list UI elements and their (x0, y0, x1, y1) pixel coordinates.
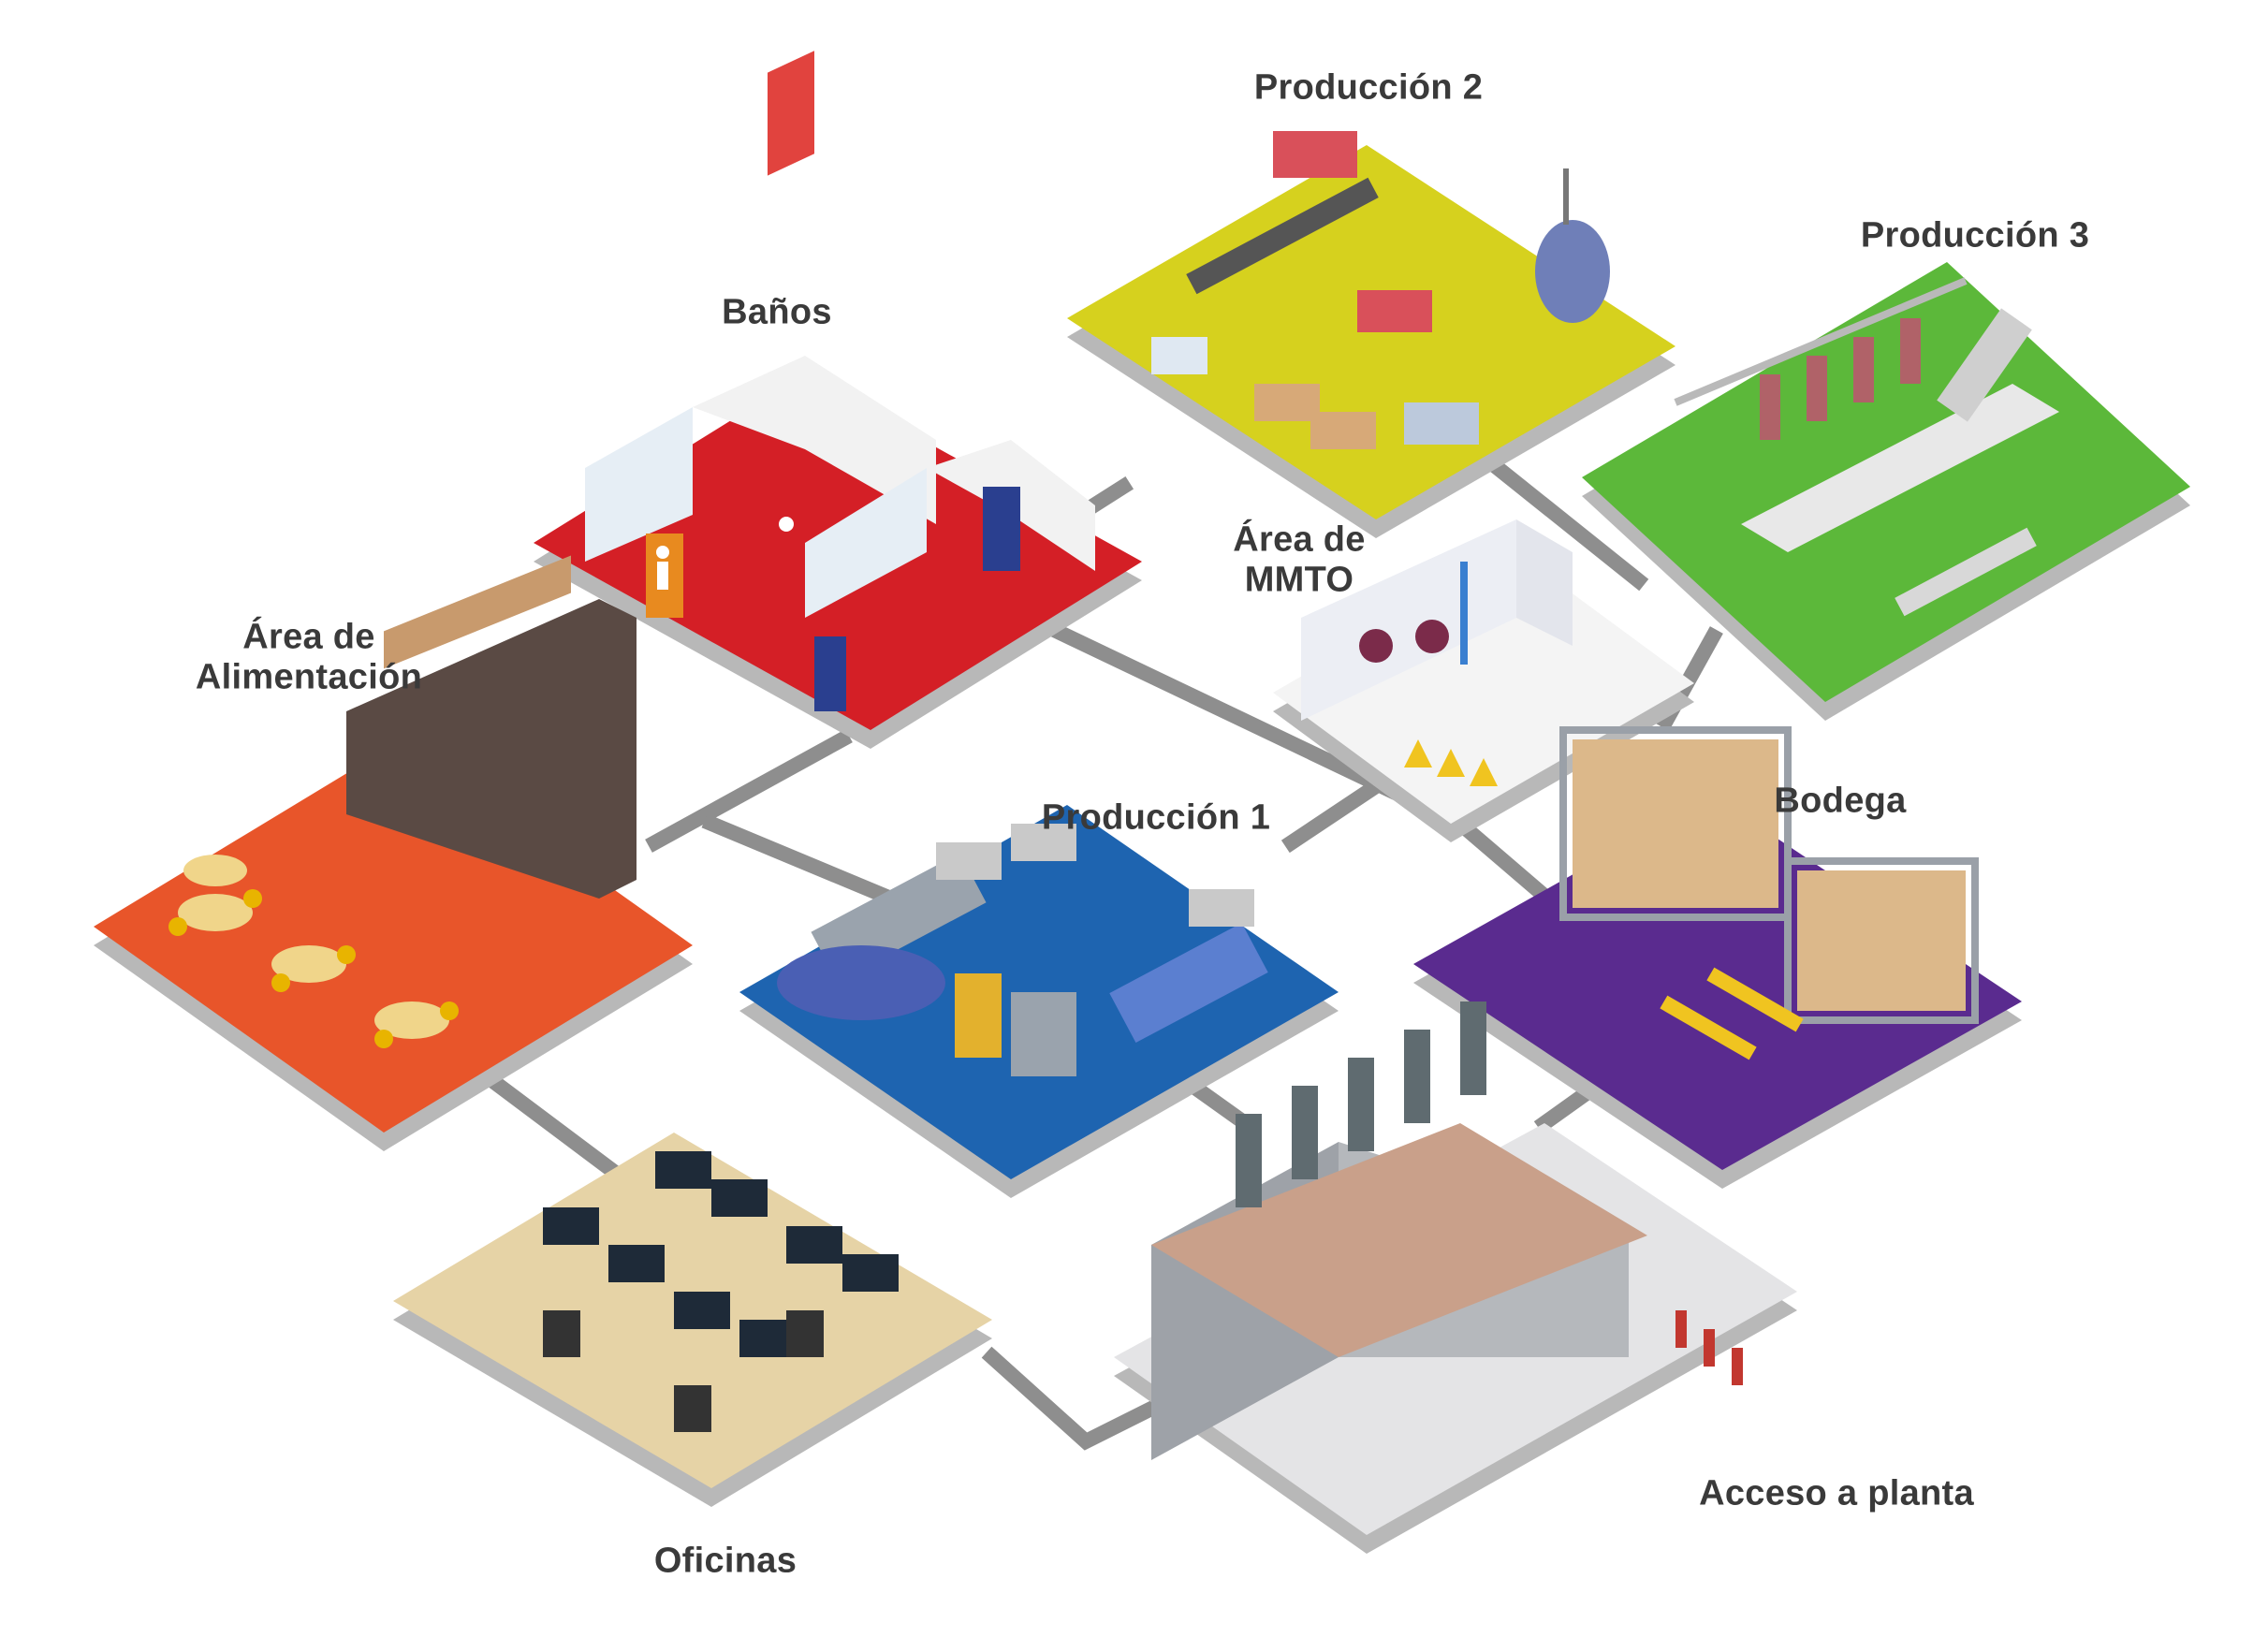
accessibility-icon (779, 517, 794, 532)
zone-bodega (1413, 726, 2022, 1189)
label-line: Producción 2 (1253, 67, 1484, 108)
label-produccion-1: Producción 1 (1042, 798, 1270, 839)
label-area-mmto: Área de MMTO (1233, 519, 1366, 599)
zone-produccion-3 (1582, 262, 2190, 721)
label-line: Alimentación (195, 657, 423, 696)
label-oficinas: Oficinas (654, 1542, 797, 1582)
label-line: Producción 3 (1860, 215, 2090, 256)
label-banos: Baños (722, 293, 832, 333)
label-line: Oficinas (653, 1541, 797, 1581)
label-acceso-planta: Acceso a planta (1699, 1474, 1974, 1514)
zone-produccion-1 (739, 805, 1339, 1198)
label-produccion-2: Producción 2 (1254, 68, 1483, 109)
zone-banos (534, 51, 1142, 749)
label-line: Área de (242, 617, 375, 657)
label-bodega: Bodega (1774, 782, 1906, 822)
label-line: MMTO (1244, 560, 1354, 599)
label-line: Bodega (1774, 781, 1907, 821)
zone-area-mmto (1273, 519, 1694, 842)
zone-oficinas (393, 1133, 992, 1507)
label-produccion-3: Producción 3 (1861, 216, 2089, 256)
zone-acceso-planta (1114, 1001, 1797, 1554)
label-line: Baños (722, 292, 832, 332)
label-line: Producción 1 (1041, 797, 1271, 838)
label-line: Área de (1233, 519, 1366, 560)
label-line: Acceso a planta (1699, 1473, 1974, 1513)
restroom-icon (656, 546, 669, 590)
zone-area-alimentacion (94, 555, 693, 1151)
zone-produccion-2 (1067, 131, 1675, 538)
label-area-alimentacion: Área de Alimentación (196, 617, 422, 696)
